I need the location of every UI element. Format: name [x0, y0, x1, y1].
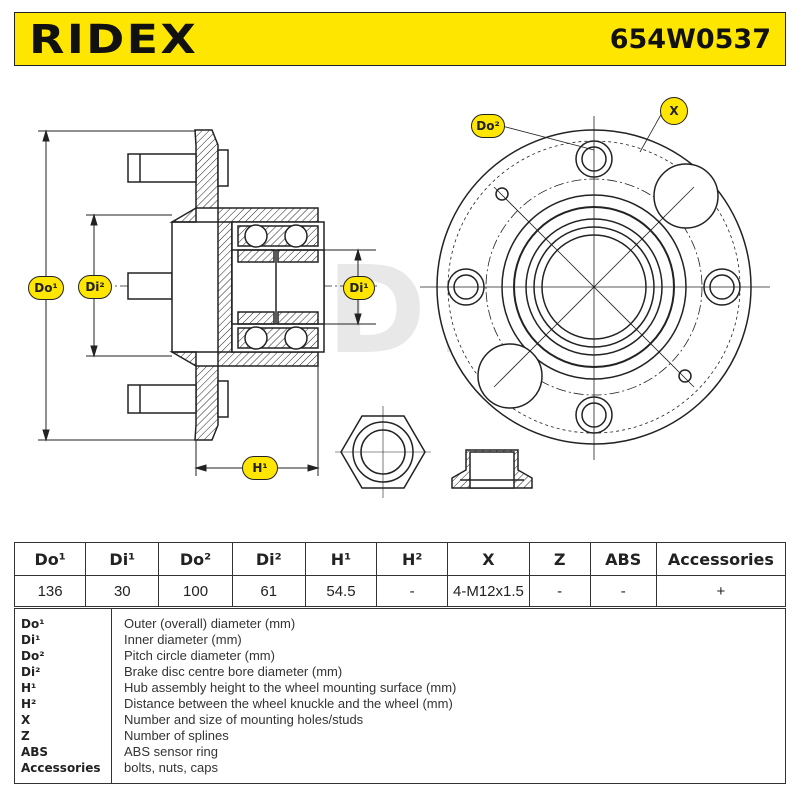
- spec-table: Do¹ Di¹ Do² Di² H¹ H² X Z ABS Accessorie…: [13, 542, 787, 607]
- spec-value: 61: [231, 575, 306, 607]
- spec-value: 30: [85, 575, 160, 607]
- spec-header: Do²: [158, 542, 233, 576]
- legend-desc: Pitch circle diameter (mm): [124, 648, 275, 663]
- label-di1: Di¹: [343, 276, 375, 300]
- hub-front-view: [420, 110, 770, 460]
- spec-header: Di²: [231, 542, 306, 576]
- legend-row: ABS ABS sensor ring: [15, 744, 785, 760]
- legend-key: ABS: [21, 745, 49, 759]
- legend-key: Do¹: [21, 617, 45, 631]
- spec-header: Do¹: [13, 542, 87, 576]
- legend-key: H²: [21, 697, 37, 711]
- legend-row: Do¹ Outer (overall) diameter (mm): [15, 616, 785, 632]
- spec-value: -: [589, 575, 657, 607]
- legend-key: Di²: [21, 665, 41, 679]
- legend-row: Accessories bolts, nuts, caps: [15, 760, 785, 776]
- spec-value: 100: [158, 575, 233, 607]
- label-do1: Do¹: [28, 276, 64, 300]
- legend-key: H¹: [21, 681, 37, 695]
- legend-key: Do²: [21, 649, 45, 663]
- legend-row: H² Distance between the wheel knuckle and…: [15, 696, 785, 712]
- legend-key: Accessories: [21, 761, 101, 775]
- legend-row: Do² Pitch circle diameter (mm): [15, 648, 785, 664]
- spec-header: Di¹: [85, 542, 160, 576]
- hub-section-view: [100, 129, 380, 441]
- spec-value: 136: [13, 575, 87, 607]
- legend-desc: Distance between the wheel knuckle and t…: [124, 696, 453, 711]
- spec-value: 4-M12x1.5: [447, 575, 530, 607]
- spec-value: +: [655, 575, 787, 607]
- legend-desc: Hub assembly height to the wheel mountin…: [124, 680, 457, 695]
- spec-value: -: [528, 575, 591, 607]
- legend-row: H¹ Hub assembly height to the wheel mount…: [15, 680, 785, 696]
- legend-desc: Inner diameter (mm): [124, 632, 242, 647]
- spec-header-row: Do¹ Di¹ Do² Di² H¹ H² X Z ABS Accessorie…: [13, 542, 787, 576]
- part-number: 654W0537: [609, 24, 771, 55]
- legend-key: Z: [21, 729, 30, 743]
- spec-header: H¹: [304, 542, 378, 576]
- spec-header: X: [447, 542, 530, 576]
- legend-row: Di² Brake disc centre bore diameter (mm): [15, 664, 785, 680]
- spec-value-row: 136 30 100 61 54.5 - 4-M12x1.5 - - +: [13, 575, 787, 607]
- legend-desc: Number of splines: [124, 728, 229, 743]
- legend-desc: Brake disc centre bore diameter (mm): [124, 664, 343, 679]
- spec-header: ABS: [589, 542, 657, 576]
- header-bar: RIDEX 654W0537: [14, 12, 786, 66]
- label-x: X: [660, 97, 688, 125]
- spec-header: H²: [376, 542, 449, 576]
- legend-desc: ABS sensor ring: [124, 744, 218, 759]
- spec-value: 54.5: [304, 575, 378, 607]
- label-h1: H¹: [242, 456, 278, 480]
- nut-detail: [335, 406, 431, 498]
- legend-desc: Number and size of mounting holes/studs: [124, 712, 364, 727]
- legend-desc: Outer (overall) diameter (mm): [124, 616, 296, 631]
- legend-row: X Number and size of mounting holes/studs: [15, 712, 785, 728]
- spec-header: Z: [528, 542, 591, 576]
- dimension-lines: [38, 129, 376, 476]
- cap-detail: [451, 449, 533, 489]
- brand-logo: RIDEX: [29, 17, 199, 63]
- legend-box: Do¹ Outer (overall) diameter (mm) Di¹ Inne…: [14, 608, 786, 784]
- legend-desc: bolts, nuts, caps: [124, 760, 218, 775]
- legend-divider: [111, 609, 112, 783]
- spec-value: -: [376, 575, 449, 607]
- technical-drawing: RIDEX: [38, 110, 770, 498]
- spec-header: Accessories: [655, 542, 787, 576]
- label-do2: Do²: [471, 114, 505, 138]
- legend-row: Di¹ Inner diameter (mm): [15, 632, 785, 648]
- legend-key: Di¹: [21, 633, 41, 647]
- label-di2: Di²: [78, 275, 112, 299]
- legend-row: Z Number of splines: [15, 728, 785, 744]
- legend-key: X: [21, 713, 31, 727]
